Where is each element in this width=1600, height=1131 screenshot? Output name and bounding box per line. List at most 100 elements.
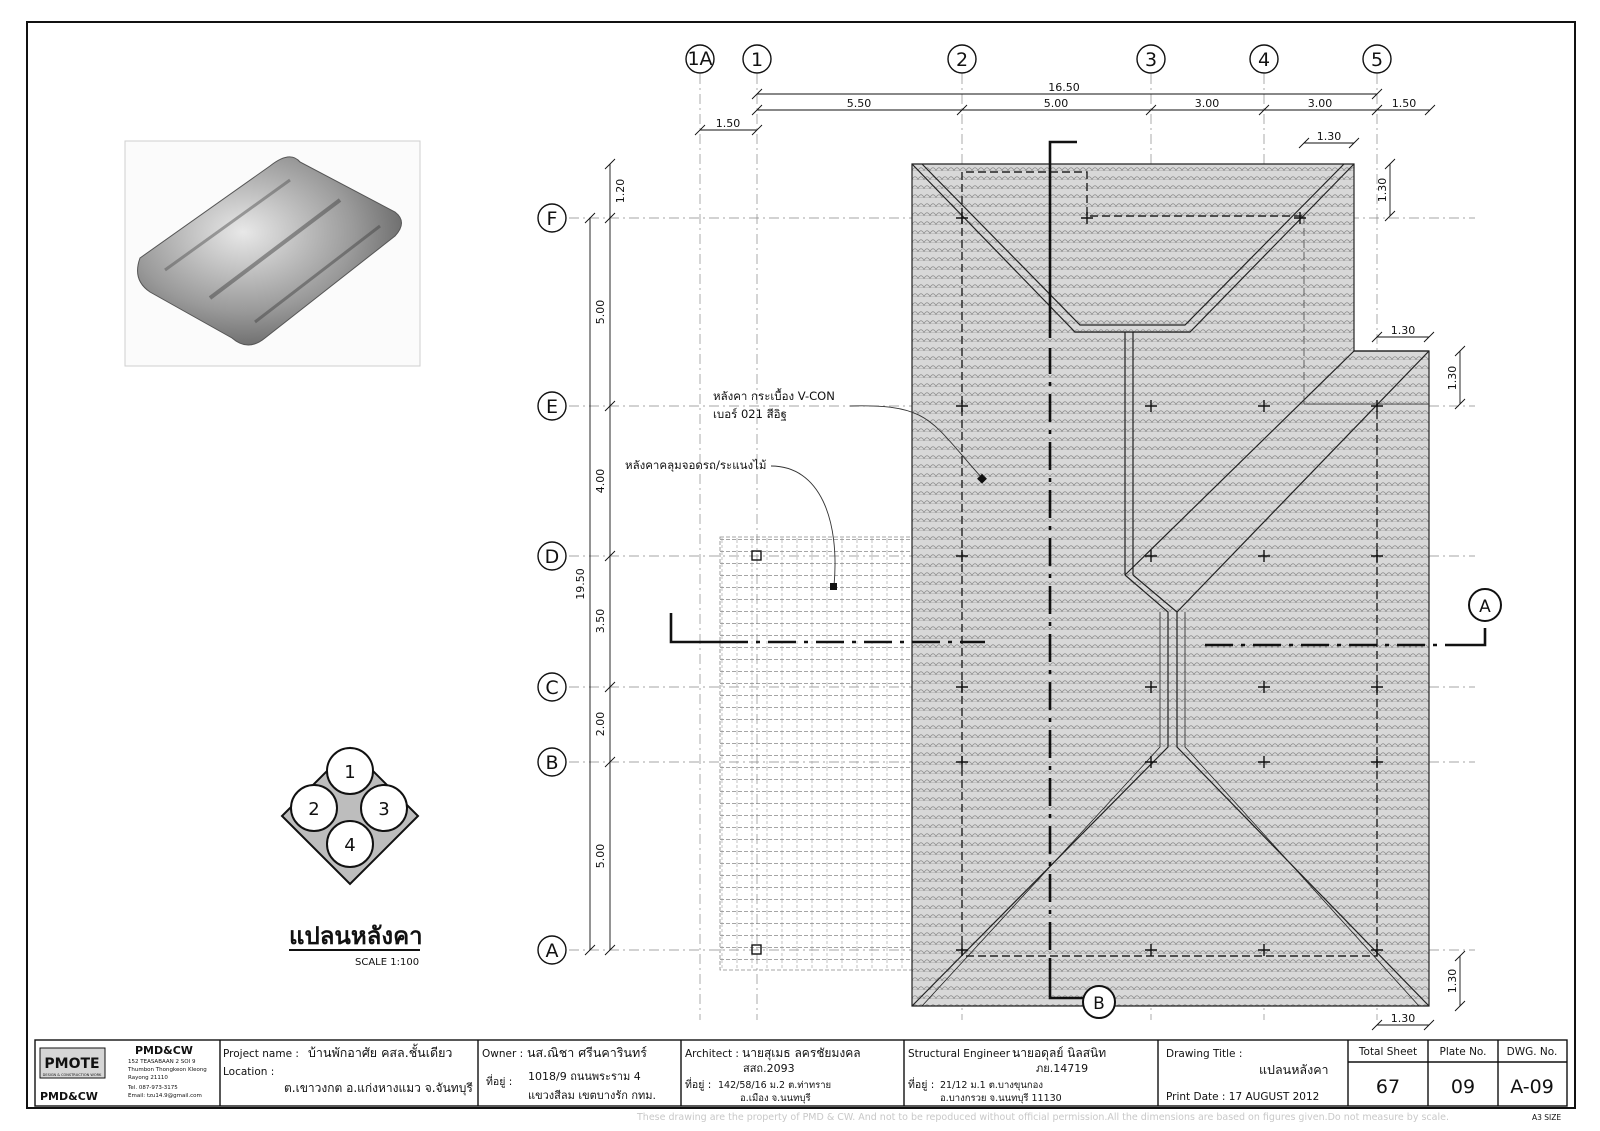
engineer-label: Structural Engineer : (908, 1048, 1017, 1060)
location-label: Location : (223, 1066, 274, 1078)
dim-span-2-3: 5.00 (1044, 97, 1069, 110)
company-logo: PMOTE DESIGN & CONSTRUCTION WORK PMD&CW (39, 1047, 106, 1103)
tile-number-2: 2 (308, 799, 319, 820)
section-lines (669, 140, 1487, 1000)
dim-eave-mid-right: 1.30 (1391, 324, 1416, 337)
dim-left-offset: 1.50 (716, 117, 741, 130)
dwg-no-value: A-09 (1510, 1076, 1554, 1098)
dim-span-c-b: 2.00 (594, 712, 607, 737)
dim-right-offset: 1.50 (1392, 97, 1417, 110)
section-marker-a: A (1468, 588, 1502, 622)
project-name-label: Project name : (223, 1048, 299, 1060)
column-grid-bubbles (685, 44, 1392, 74)
dim-span-4-5: 3.00 (1308, 97, 1333, 110)
dwg-no-label: DWG. No. (1507, 1046, 1558, 1058)
column-label-3: 3 (1145, 49, 1157, 71)
carport-note-dot (830, 583, 837, 590)
carport-note: หลังคาคลุมจอดรถ/ระแนงไม้ (625, 458, 766, 472)
section-label-a: A (1479, 597, 1491, 617)
logo-text: PMOTE (44, 1056, 99, 1072)
row-label-a: A (546, 940, 559, 962)
column-label-1: 1 (751, 49, 763, 71)
print-date: Print Date : 17 AUGUST 2012 (1166, 1091, 1319, 1103)
dim-eave-vert-bottom: 1.30 (1446, 969, 1459, 994)
roof-note-dot (977, 473, 987, 484)
title-block (34, 1039, 1568, 1107)
dim-span-d-c: 3.50 (594, 609, 607, 634)
address-line-4: Tel. 087-973-3175 (127, 1085, 178, 1091)
dim-overall-left: 19.50 (574, 568, 587, 600)
owner-label: Owner : (482, 1048, 523, 1060)
architect-name: นายสุเมธ ลครชัยมงคล (742, 1046, 861, 1061)
dim-eave-bottom-right: 1.30 (1391, 1012, 1416, 1025)
total-sheet-value: 67 (1376, 1076, 1400, 1098)
address-line-2: Thumbon Thongkeon Kleong (127, 1067, 207, 1073)
section-marker-b: B (1082, 985, 1116, 1019)
carport-post-d (751, 550, 762, 561)
tile-pattern-symbol (280, 746, 420, 886)
row-label-e: E (546, 396, 558, 418)
engineer-license: ภย.14719 (1036, 1062, 1088, 1075)
dim-span-f-e: 5.00 (594, 300, 607, 325)
main-roof (911, 163, 1430, 1007)
dim-span-e-d: 4.00 (594, 469, 607, 494)
plan-scale: SCALE 1:100 (355, 957, 419, 968)
paper-size: A3 SIZE (1532, 1113, 1561, 1122)
row-label-c: C (545, 677, 558, 699)
roof-note-line2: เบอร์ 021 สีอิฐ (713, 407, 787, 421)
column-label-4: 4 (1258, 49, 1270, 71)
logo-bottom-text: PMD&CW (40, 1090, 98, 1103)
column-label-5: 5 (1371, 49, 1383, 71)
owner-address-label: ที่อยู่ : (486, 1074, 512, 1088)
engineer-address-line1: 21/12 ม.1 ต.บางขุนกอง (940, 1080, 1043, 1091)
architect-address-line1: 142/58/16 ม.2 ต.ท่าทราย (718, 1080, 831, 1091)
column-label-1a: 1A (687, 48, 712, 70)
dim-span-b-a: 5.00 (594, 844, 607, 869)
disclaimer: These drawing are the property of PMD & … (636, 1112, 1449, 1123)
dim-span-3-4: 3.00 (1195, 97, 1220, 110)
sheet-border (26, 21, 1576, 1109)
carport-roof (719, 536, 913, 971)
dim-span-1-2: 5.50 (847, 97, 872, 110)
project-name-value: บ้านพักอาศัย คสล.ชั้นเดียว (308, 1043, 452, 1060)
owner-name: นส.ณิชา ศรีนคารินทร์ (527, 1045, 647, 1060)
engineer-name: นายอดุลย์ นิลสนิท (1012, 1046, 1106, 1061)
row-label-d: D (545, 546, 560, 568)
carport-note-leader (770, 465, 836, 587)
owner-address-line2: แขวงสีลม เขตบางรัก กทม. (528, 1089, 656, 1102)
dim-top-overhang: 1.20 (614, 179, 627, 204)
dim-overall-top: 16.50 (1048, 81, 1080, 94)
row-grid-bubbles (537, 203, 567, 965)
engineer-address-line2: อ.บางกรวย จ.นนทบุรี 11130 (940, 1092, 1062, 1104)
left-dimension-lines (584, 158, 1466, 1012)
plate-no-label: Plate No. (1439, 1046, 1486, 1058)
drawing-title-value: แปลนหลังคา (1259, 1062, 1329, 1077)
architect-license: สสถ.2093 (743, 1062, 795, 1075)
carport-post-a (751, 944, 762, 955)
row-label-b: B (545, 752, 558, 774)
drawing-title-label: Drawing Title : (1166, 1048, 1242, 1060)
owner-address-line1: 1018/9 ถนนพระราม 4 (528, 1070, 641, 1083)
column-label-2: 2 (956, 49, 968, 71)
total-sheet-label: Total Sheet (1358, 1046, 1417, 1058)
architect-address-line2: อ.เมือง จ.นนทบุรี (740, 1092, 811, 1104)
address-line-1: 152 TEASABAAN 2 SOI 9 (128, 1059, 196, 1065)
tile-number-3: 3 (378, 799, 389, 820)
logo-subtext: DESIGN & CONSTRUCTION WORK (43, 1073, 102, 1077)
tile-number-1: 1 (344, 762, 355, 783)
tile-pattern-numbers: 1 2 3 4 (308, 762, 389, 856)
roof-note-leader (849, 405, 983, 479)
dim-eave-vert-top: 1.30 (1376, 178, 1389, 203)
top-dimension-lines (694, 88, 1436, 1031)
plan-title: แปลนหลังคา (289, 922, 423, 950)
engineer-address-label: ที่อยู่ : (908, 1077, 934, 1091)
tile-number-4: 4 (344, 835, 355, 856)
row-label-f: F (547, 208, 558, 230)
architect-address-label: ที่อยู่ : (685, 1077, 711, 1091)
address-line-5: Email: tzu14.9@gmail.com (128, 1093, 202, 1099)
roof-tile-photo (124, 140, 421, 367)
location-value: ต.เขาวงกต อ.แก่งหางแมว จ.จันทบุรี (284, 1081, 473, 1096)
dim-eave-top-right: 1.30 (1317, 130, 1342, 143)
roof-note-line1: หลังคา กระเบื้อง V-CON (713, 388, 835, 403)
